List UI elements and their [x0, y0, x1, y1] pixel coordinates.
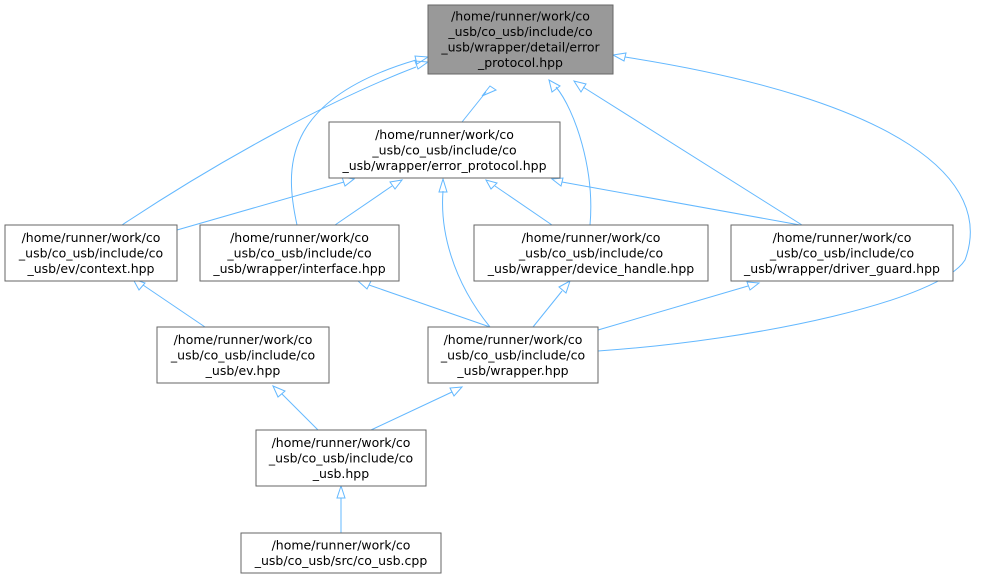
edge-wrapper-to-device_handle [532, 279, 571, 328]
node-label-line: _usb/wrapper/driver_guard.hpp [743, 261, 940, 276]
arrowhead [414, 55, 430, 65]
edge-wrapper-to-interface [356, 280, 491, 328]
node-error-protocol-detail[interactable]: /home/runner/work/co_usb/co_usb/include/… [427, 4, 614, 75]
node-ev[interactable]: /home/runner/work/co_usb/co_usb/include/… [156, 326, 330, 384]
arrowhead [481, 85, 498, 97]
node-wrapper[interactable]: /home/runner/work/co_usb/co_usb/include/… [427, 326, 599, 384]
arrowhead [389, 179, 404, 190]
edge-device_handle-to-error_protocol_detail [548, 79, 592, 226]
node-label-line: /home/runner/work/co [174, 332, 313, 347]
node-label-line: /home/runner/work/co [230, 230, 369, 245]
edge-co_usb_hpp-to-wrapper [370, 386, 464, 431]
node-device-handle[interactable]: /home/runner/work/co_usb/co_usb/include/… [473, 224, 709, 282]
arrowhead [449, 386, 464, 397]
arrowhead [572, 80, 587, 93]
node-label-line: /home/runner/work/co [272, 538, 411, 553]
node-label-line: _usb/wrapper/interface.hpp [212, 261, 385, 276]
edge-wrapper-to-driver_guard [597, 281, 761, 331]
arrowhead [611, 52, 627, 62]
arrowhead [746, 281, 761, 291]
edge-wrapper-to-error_protocol_detail [597, 52, 971, 352]
node-label-line: _usb/wrapper/detail/error [440, 40, 600, 55]
edge-interface-to-error_protocol_detail [290, 55, 430, 226]
node-label-line: _usb/ev/context.hpp [26, 261, 154, 276]
node-label-line: _usb/co_usb/include/co [440, 347, 585, 362]
arrowhead [550, 177, 564, 187]
arrowhead [484, 179, 498, 190]
node-label-line: _usb/wrapper.hpp [456, 363, 568, 378]
edge-device_handle-to-error_protocol [484, 179, 553, 226]
node-label-line: _usb/co_usb/include/co [371, 142, 516, 157]
node-label-line: _usb/co_usb/include/co [170, 347, 315, 362]
node-label-line: _usb/co_usb/include/co [268, 450, 413, 465]
node-label-line: /home/runner/work/co [272, 435, 411, 450]
edge-ev-to-context [131, 278, 206, 328]
edge-context-to-error_protocol [176, 176, 356, 231]
arrowhead [558, 279, 571, 294]
edge-wrapper-to-error_protocol [438, 177, 491, 328]
node-label-line: _usb/ev.hpp [205, 363, 281, 378]
node-driver-guard[interactable]: /home/runner/work/co_usb/co_usb/include/… [730, 224, 954, 282]
node-label-line: _protocol.hpp [477, 55, 563, 70]
node-label-line: /home/runner/work/co [444, 332, 583, 347]
edge-error_protocol-to-error_protocol_detail [461, 85, 498, 123]
node-label-line: _usb/co_usb/include/co [18, 245, 163, 260]
node-label-line: _usb/co_usb/include/co [447, 24, 592, 39]
arrowhead [336, 484, 346, 499]
node-co-usb-hpp[interactable]: /home/runner/work/co_usb/co_usb/include/… [255, 429, 427, 487]
node-error-protocol[interactable]: /home/runner/work/co_usb/co_usb/include/… [328, 121, 561, 179]
node-label-line: /home/runner/work/co [451, 9, 590, 24]
node-label-line: _usb/wrapper/device_handle.hpp [487, 261, 695, 276]
arrowhead [438, 177, 448, 193]
node-label-line: /home/runner/work/co [522, 230, 661, 245]
node-label-line: _usb.hpp [312, 466, 369, 481]
arrowhead [272, 385, 286, 398]
node-label-line: _usb/co_usb/include/co [226, 245, 371, 260]
arrowhead [356, 280, 372, 290]
edge-driver_guard-to-error_protocol [550, 177, 801, 226]
arrowhead [548, 79, 561, 93]
edge-driver_guard-to-error_protocol_detail [572, 80, 803, 226]
edge-interface-to-error_protocol [334, 179, 404, 226]
node-interface[interactable]: /home/runner/work/co_usb/co_usb/include/… [199, 224, 400, 282]
node-label-line: _usb/co_usb/src/co_usb.cpp [254, 553, 428, 568]
edge-co_usb_hpp-to-ev [272, 385, 319, 431]
edge-co_usb_cpp-to-co_usb_hpp [336, 484, 346, 533]
node-context[interactable]: /home/runner/work/co_usb/co_usb/include/… [4, 224, 178, 282]
node-label-line: /home/runner/work/co [22, 230, 161, 245]
node-co-usb-cpp[interactable]: /home/runner/work/co_usb/co_usb/src/co_u… [240, 532, 442, 574]
node-label-line: _usb/co_usb/include/co [769, 245, 914, 260]
node-label-line: /home/runner/work/co [375, 127, 514, 142]
node-label-line: _usb/co_usb/include/co [518, 245, 663, 260]
node-label-line: /home/runner/work/co [773, 230, 912, 245]
node-label-line: _usb/wrapper/error_protocol.hpp [341, 158, 546, 173]
